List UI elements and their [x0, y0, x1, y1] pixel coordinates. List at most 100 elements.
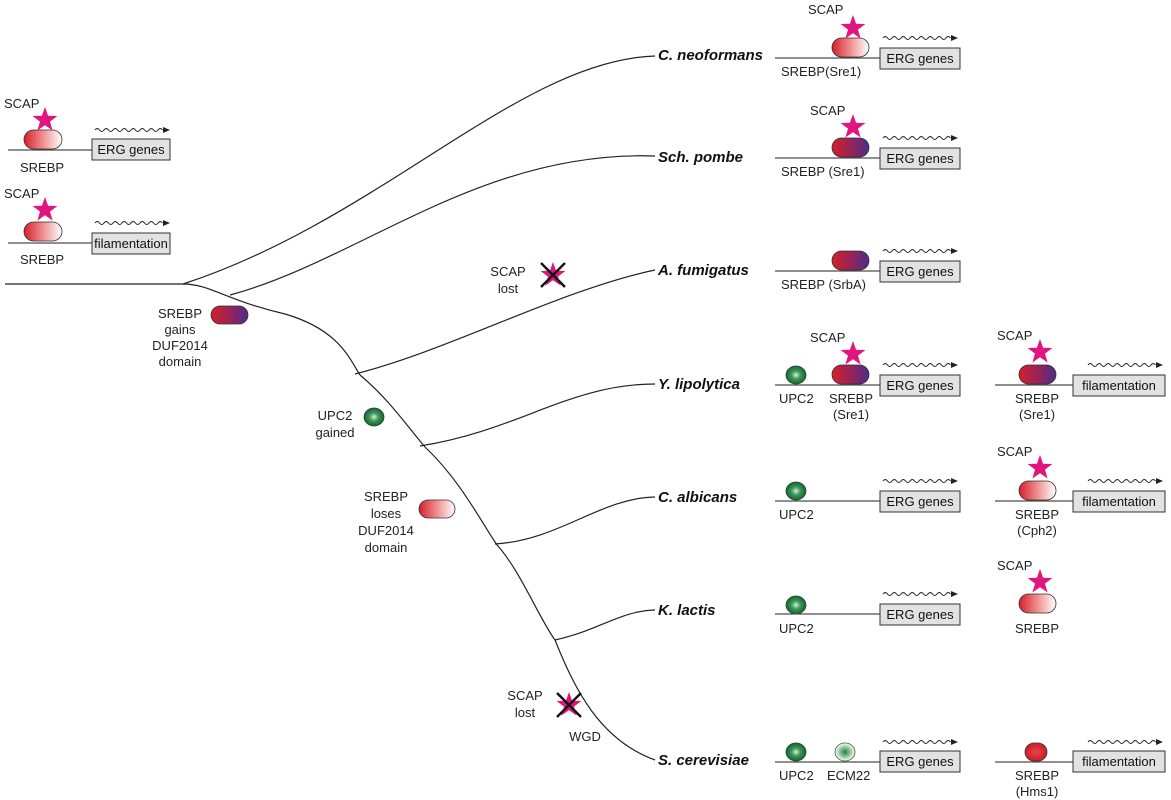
srebp-label: SREBP: [20, 160, 64, 175]
srebp-label: (Cph2): [1017, 523, 1057, 538]
srebp-label: SREBP: [829, 391, 873, 406]
filamentation-label: filamentation: [1082, 754, 1156, 769]
branch-main-trunk: [284, 313, 361, 376]
event-line: DUF2014: [358, 523, 414, 538]
erg-genes-label: ERG genes: [886, 51, 954, 66]
scerevisiae-filament-module: SREBP (Hms1) filamentation: [995, 739, 1166, 799]
upc2-protein: [785, 742, 807, 762]
erg-genes-label: ERG genes: [886, 264, 954, 279]
filamentation-box: [1072, 490, 1166, 513]
branch-a-fumigatus: [354, 269, 656, 375]
transcription-arrow: [882, 136, 951, 140]
arrowhead-icon: [1156, 739, 1163, 745]
species-name: C. neoformans: [658, 47, 763, 64]
root-branch: [5, 283, 286, 315]
srebp-label: SREBP (SrbA): [781, 277, 866, 292]
srebp-protein: [23, 221, 63, 242]
wgd-label: WGD: [569, 729, 601, 744]
filamentation-label: filamentation: [1082, 378, 1156, 393]
arrowhead-icon: [951, 739, 958, 745]
calbicans-erg-module: UPC2 ERG genes: [775, 478, 961, 522]
arrowhead-icon: [951, 248, 958, 254]
erg-genes-box: [879, 374, 961, 397]
srebp-label: SREBP: [1015, 768, 1059, 783]
event-line: domain: [159, 354, 202, 369]
branch-k-lactis: [554, 609, 656, 641]
scap-label: SCAP: [810, 103, 845, 118]
schpombe-erg-module: SCAP SREBP (Sre1) ERG genes: [775, 103, 961, 179]
erg-genes-label: ERG genes: [886, 378, 954, 393]
ancestor-erg-module: SCAP SREBP ERG genes: [4, 96, 171, 175]
scap-label: SCAP: [810, 330, 845, 345]
erg-genes-box: [879, 47, 961, 70]
filamentation-box: [91, 232, 171, 255]
erg-genes-box: [879, 750, 961, 773]
species-name: K. lactis: [658, 602, 716, 619]
species-name: Sch. pombe: [658, 149, 743, 166]
branch-y-lipolytica: [419, 383, 656, 447]
upc2-label: UPC2: [779, 768, 814, 783]
scap-label: SCAP: [997, 444, 1032, 459]
event-line: gained: [315, 425, 354, 440]
branch-sch-pombe: [229, 155, 656, 296]
erg-genes-label: ERG genes: [886, 607, 954, 622]
srebp-protein: [1018, 480, 1057, 501]
branch-trunk-4: [496, 544, 556, 641]
cross-icon: [556, 692, 582, 718]
srebp-label: SREBP: [1015, 621, 1059, 636]
transcription-arrow: [1087, 479, 1156, 483]
transcription-arrow: [882, 36, 951, 40]
event-line: DUF2014: [152, 338, 208, 353]
klactis-srebp-module: SCAP SREBP: [997, 558, 1059, 636]
erg-genes-box: [879, 260, 961, 283]
arrowhead-icon: [951, 478, 958, 484]
species-name: C. albicans: [658, 489, 737, 506]
scap-label: SCAP: [997, 558, 1032, 573]
upc2-label: UPC2: [779, 621, 814, 636]
arrowhead-icon: [951, 35, 958, 41]
upc2-protein: [363, 407, 385, 427]
filamentation-label: filamentation: [1082, 494, 1156, 509]
upc2-protein: [785, 365, 807, 385]
srebp-protein: [1018, 593, 1057, 614]
transcription-arrow: [882, 592, 951, 596]
srebp-duf-protein: [831, 137, 870, 158]
arrowhead-icon: [163, 127, 170, 133]
event-line: UPC2: [318, 408, 353, 423]
srebp-protein: [23, 129, 63, 150]
calbicans-filament-module: SCAP SREBP (Cph2) filamentation: [995, 444, 1166, 538]
ecm22-label: ECM22: [827, 768, 870, 783]
srebp-duf-protein: [831, 364, 870, 385]
ancestor-filament-module: SCAP SREBP filamentation: [4, 186, 171, 267]
arrowhead-icon: [951, 591, 958, 597]
erg-genes-label: ERG genes: [97, 142, 165, 157]
srebp-duf-protein: [1018, 364, 1057, 385]
srebp-label: (Hms1): [1016, 784, 1059, 799]
scap-label: SCAP: [4, 96, 39, 111]
transcription-arrow: [94, 221, 163, 225]
cneoformans-erg-module: SCAP SREBP(Sre1) ERG genes: [775, 2, 961, 79]
afumigatus-erg-module: SREBP (SrbA) ERG genes: [775, 248, 961, 292]
upc2-protein: [785, 481, 807, 501]
klactis-erg-module: UPC2 ERG genes: [775, 591, 961, 636]
arrowhead-icon: [1156, 478, 1163, 484]
event-scap-lost-2: SCAP lost: [507, 688, 582, 720]
erg-genes-label: ERG genes: [886, 494, 954, 509]
event-line: SCAP: [507, 688, 542, 703]
ylipolytica-erg-module: UPC2 SCAP SREBP (Sre1) ERG genes: [775, 330, 961, 422]
erg-genes-box: [879, 147, 961, 170]
event-upc2-gained: UPC2 gained: [315, 407, 385, 440]
scap-label: SCAP: [997, 328, 1032, 343]
branch-c-albicans: [494, 496, 656, 545]
erg-genes-box: [879, 603, 961, 626]
event-line: lost: [515, 705, 536, 720]
event-line: SREBP: [158, 306, 202, 321]
event-line: loses: [371, 506, 402, 521]
filamentation-box: [1072, 750, 1166, 773]
srebp-label: SREBP: [1015, 507, 1059, 522]
branch-s-cerevisiae: [554, 639, 656, 761]
transcription-arrow: [1087, 363, 1156, 367]
upc2-protein: [785, 595, 807, 615]
event-line: lost: [498, 281, 519, 296]
